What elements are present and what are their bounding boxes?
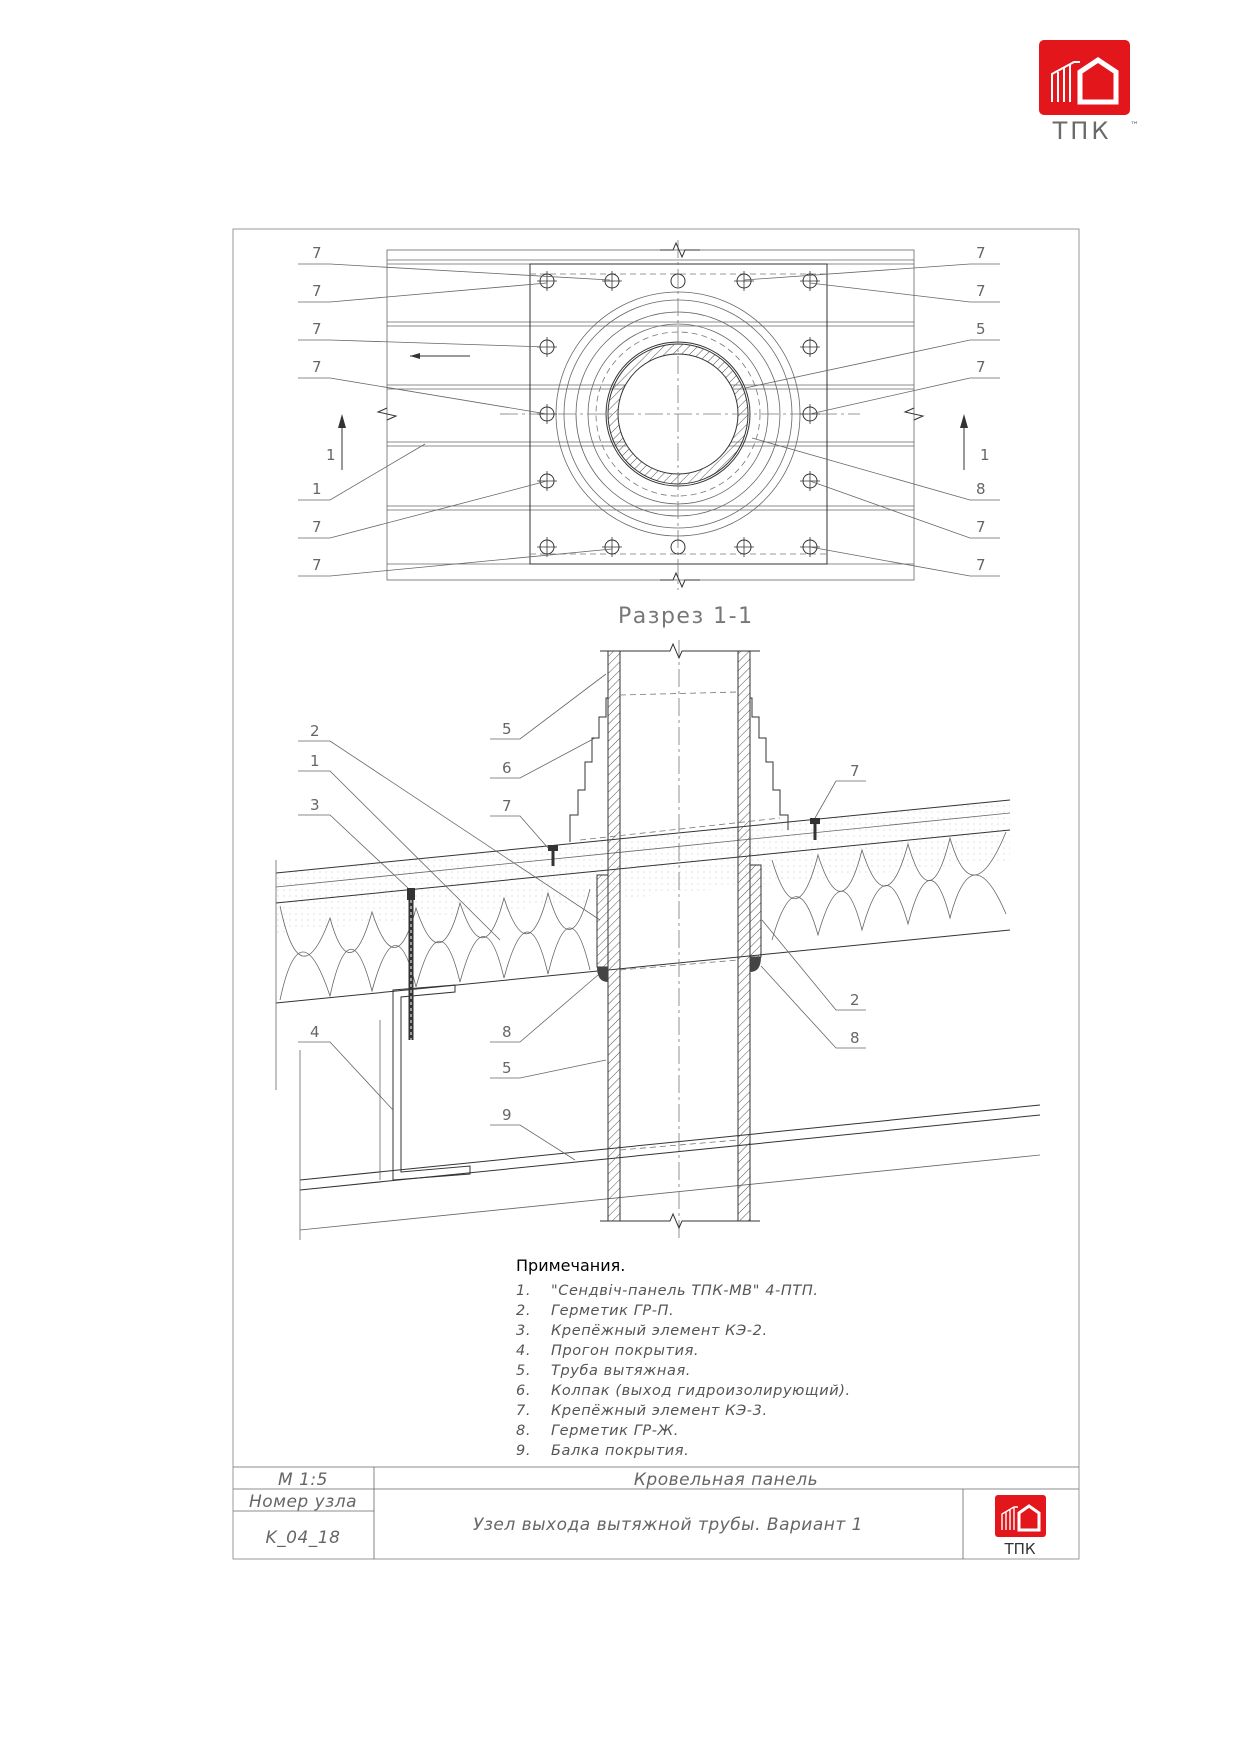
logo: ТПК ™ xyxy=(1039,40,1139,145)
note-number: 9. xyxy=(516,1443,531,1459)
logo-text: ТПК xyxy=(1052,117,1112,145)
section-label-left-6: 8 xyxy=(502,1023,512,1041)
section-label-right-2: 8 xyxy=(850,1029,860,1047)
stamp-node-label: Номер узла xyxy=(249,1492,357,1512)
section-label-right-1: 2 xyxy=(850,991,860,1009)
note-number: 6. xyxy=(516,1383,531,1399)
note-number: 7. xyxy=(516,1403,531,1419)
section-label-left-3: 1 xyxy=(310,752,320,770)
section-label-left-0: 5 xyxy=(502,720,512,738)
stamp-logo-text: ТПК xyxy=(1003,1540,1035,1558)
stamp-category: Кровельная панель xyxy=(634,1470,818,1490)
section-label-left-9: 9 xyxy=(502,1106,512,1124)
section-label-right-0: 7 xyxy=(850,762,860,780)
plan-label-left-2: 7 xyxy=(312,320,322,338)
plan-label-right-1: 7 xyxy=(976,282,986,300)
note-number: 8. xyxy=(516,1423,531,1439)
notes: Примечания. 1. "Сендвiч-панель ТПК-МВ" 4… xyxy=(516,1256,851,1459)
note-number: 3. xyxy=(516,1323,531,1339)
note-text: Крепёжный элемент КЭ-2. xyxy=(551,1323,768,1339)
note-number: 5. xyxy=(516,1363,531,1379)
section-label-left-1: 6 xyxy=(502,759,512,777)
section-label-left-7: 4 xyxy=(310,1023,320,1041)
section-view: 5 6 2 1 3 7 8 4 5 9 7 2 8 xyxy=(275,640,1041,1240)
stamp-title: Узел выхода вытяжной трубы. Вариант 1 xyxy=(473,1515,863,1535)
section-mark-left: 1 xyxy=(326,446,336,464)
plan-label-right-5: 7 xyxy=(976,518,986,536)
section-label-left-8: 5 xyxy=(502,1059,512,1077)
note-text: Герметик ГР-Ж. xyxy=(551,1423,679,1439)
plan-label-left-1: 7 xyxy=(312,282,322,300)
plan-view: 1 1 7 7 7 7 1 7 7 7 7 5 xyxy=(298,240,1000,590)
section-mark-right: 1 xyxy=(980,446,990,464)
note-text: Крепёжный элемент КЭ-3. xyxy=(551,1403,768,1419)
section-label-left-4: 3 xyxy=(310,796,320,814)
note-number: 1. xyxy=(516,1283,531,1299)
plan-label-right-3: 7 xyxy=(976,358,986,376)
plan-label-left-4: 1 xyxy=(312,480,322,498)
plan-label-left-0: 7 xyxy=(312,244,322,262)
plan-label-right-4: 8 xyxy=(976,480,986,498)
stamp-node-code: K_04_18 xyxy=(266,1528,341,1548)
logo-trademark: ™ xyxy=(1130,121,1139,131)
note-text: Балка покрытия. xyxy=(551,1443,689,1459)
drawing-frame xyxy=(232,228,1080,1560)
plan-label-left-3: 7 xyxy=(312,358,322,376)
plan-label-right-6: 7 xyxy=(976,556,986,574)
section-title: Разрез 1-1 xyxy=(618,604,754,629)
note-text: Прогон покрытия. xyxy=(551,1343,699,1359)
title-block: М 1:5 Номер узла K_04_18 Кровельная пане… xyxy=(233,1466,1079,1559)
note-number: 4. xyxy=(516,1343,531,1359)
note-text: Герметик ГР-П. xyxy=(551,1303,674,1319)
note-text: Труба вытяжная. xyxy=(551,1363,691,1379)
stamp-logo: ТПК xyxy=(995,1495,1046,1558)
section-label-left-5: 7 xyxy=(502,797,512,815)
notes-heading: Примечания. xyxy=(516,1256,625,1275)
note-text: "Сендвiч-панель ТПК-МВ" 4-ПТП. xyxy=(551,1283,819,1299)
plan-label-right-2: 5 xyxy=(976,320,986,338)
stamp-scale: М 1:5 xyxy=(278,1470,328,1490)
note-text: Колпак (выход гидроизолирующий). xyxy=(551,1383,851,1399)
section-label-left-2: 2 xyxy=(310,722,320,740)
note-number: 2. xyxy=(516,1303,531,1319)
plan-label-left-5: 7 xyxy=(312,518,322,536)
plan-label-right-0: 7 xyxy=(976,244,986,262)
plan-label-left-6: 7 xyxy=(312,556,322,574)
